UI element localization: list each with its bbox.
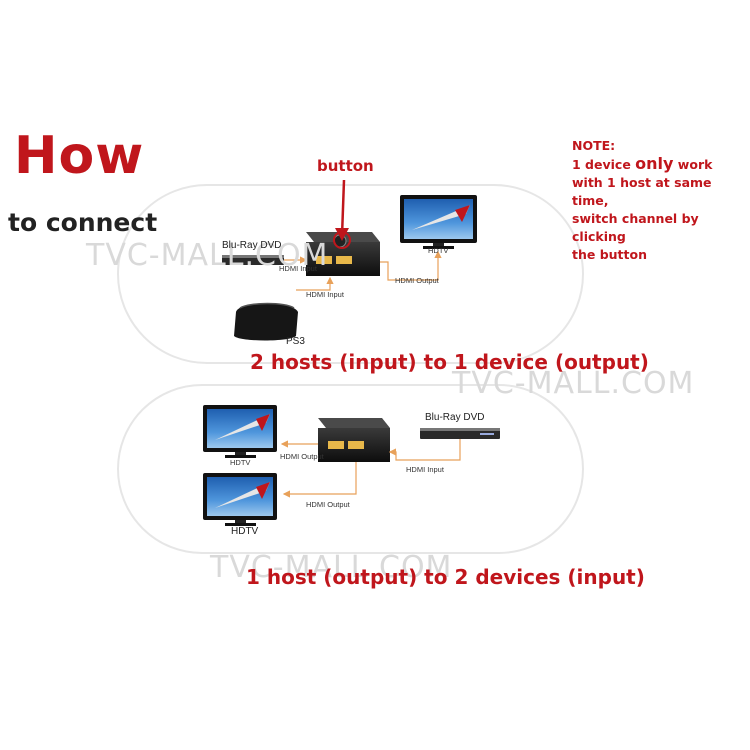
hdtv-bottom-2 — [203, 473, 277, 526]
heading-how: How — [14, 126, 145, 186]
ps3-console — [234, 302, 298, 341]
hdmi-input-label-2: HDMI Input — [306, 290, 344, 299]
hdtv-bottom-1 — [203, 405, 277, 458]
button-label: button — [317, 157, 374, 175]
hdmi-output-label-bottom-2: HDMI Output — [306, 500, 350, 509]
caption-bottom: 1 host (output) to 2 devices (input) — [246, 565, 645, 589]
ps3-label: PS3 — [286, 336, 305, 347]
note-block: NOTE: 1 device only work with 1 host at … — [572, 137, 747, 264]
hdtv-label-bottom-2: HDTV — [231, 526, 259, 537]
note-line-4: the button — [572, 247, 647, 262]
watermark-middle: TVC-MALL.COM — [452, 366, 695, 401]
bluray-label-top: Blu-Ray DVD — [222, 240, 282, 251]
watermark-top: TVC-MALL.COM — [86, 238, 329, 273]
caption-top: 2 hosts (input) to 1 device (output) — [250, 350, 649, 374]
hdtv-top — [400, 195, 477, 249]
note-title: NOTE: — [572, 138, 616, 153]
top-panel-outline — [117, 184, 584, 364]
note-line-3: switch channel by clicking — [572, 211, 699, 244]
button-pointer-arrow — [340, 179, 346, 237]
hdmi-output-label-top: HDMI Output — [395, 276, 439, 285]
hdtv-label-top: HDTV — [428, 246, 449, 255]
hdmi-input-label-bottom: HDMI Input — [406, 465, 444, 474]
hdmi-splitter-bottom — [318, 418, 390, 462]
bluray-player-bottom — [420, 428, 500, 439]
bluray-player-top — [222, 255, 284, 265]
hdmi-output-label-bottom-1: HDMI Output — [280, 452, 324, 461]
watermark-bottom: TVC-MALL.COM — [210, 550, 453, 585]
hdtv-label-bottom-1: HDTV — [230, 458, 251, 467]
bluray-label-bottom: Blu-Ray DVD — [425, 412, 485, 423]
bottom-panel-outline — [117, 384, 584, 554]
note-line-1: 1 device only work — [572, 154, 713, 173]
hdmi-input-label-1: HDMI Input — [279, 264, 317, 273]
heading-subtitle: to connect — [8, 208, 158, 237]
note-line-2: with 1 host at same time, — [572, 175, 712, 208]
